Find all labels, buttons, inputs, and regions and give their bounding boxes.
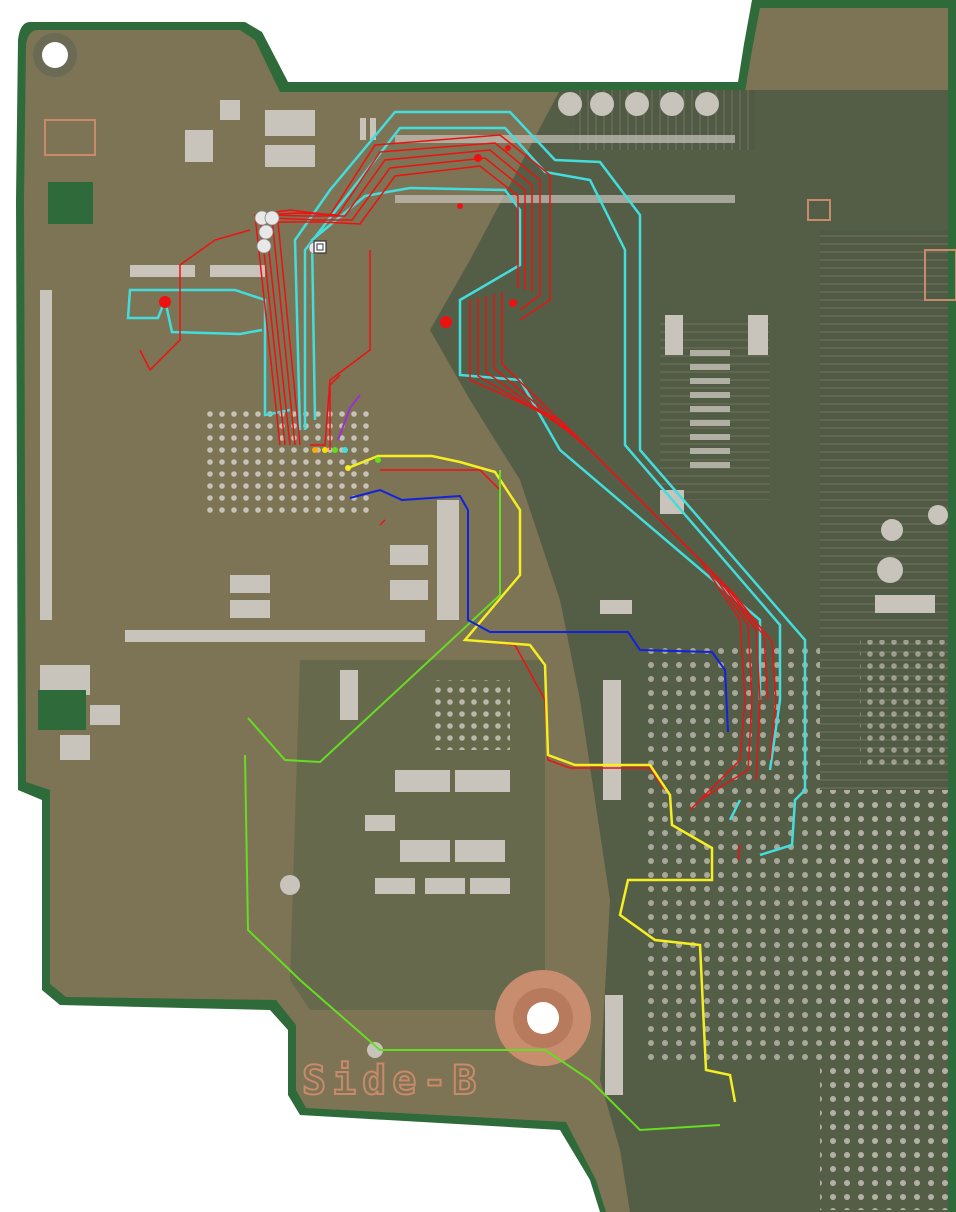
pin-row-top: [360, 118, 735, 203]
silkscreen-side-label: Side-B: [302, 1058, 483, 1104]
cyan-traces: [126, 110, 807, 857]
green-pad-left: [38, 690, 86, 730]
red-via-blobs: [159, 145, 517, 328]
white-markers: [254, 210, 322, 255]
blue-trace: [349, 488, 729, 733]
yellow-trace: [347, 454, 737, 1103]
bga-left-chip: [205, 405, 375, 515]
pin-markers: [312, 447, 381, 471]
bga-main-cpu: [820, 790, 956, 1210]
smd-pads: [40, 100, 935, 1095]
mounting-hole-bottom: [495, 970, 591, 1066]
target-icon: [313, 240, 327, 254]
green-pad-topleft: [48, 182, 93, 224]
round-pads: [280, 92, 948, 1058]
bga-right-mid: [640, 640, 820, 1060]
silkscreen-marks: [44, 119, 956, 301]
green-trace: [244, 470, 721, 1132]
red-traces: [139, 134, 777, 861]
pin-columns: [690, 350, 730, 468]
mounting-hole-topleft: [33, 33, 77, 77]
purple-trace: [337, 394, 361, 441]
